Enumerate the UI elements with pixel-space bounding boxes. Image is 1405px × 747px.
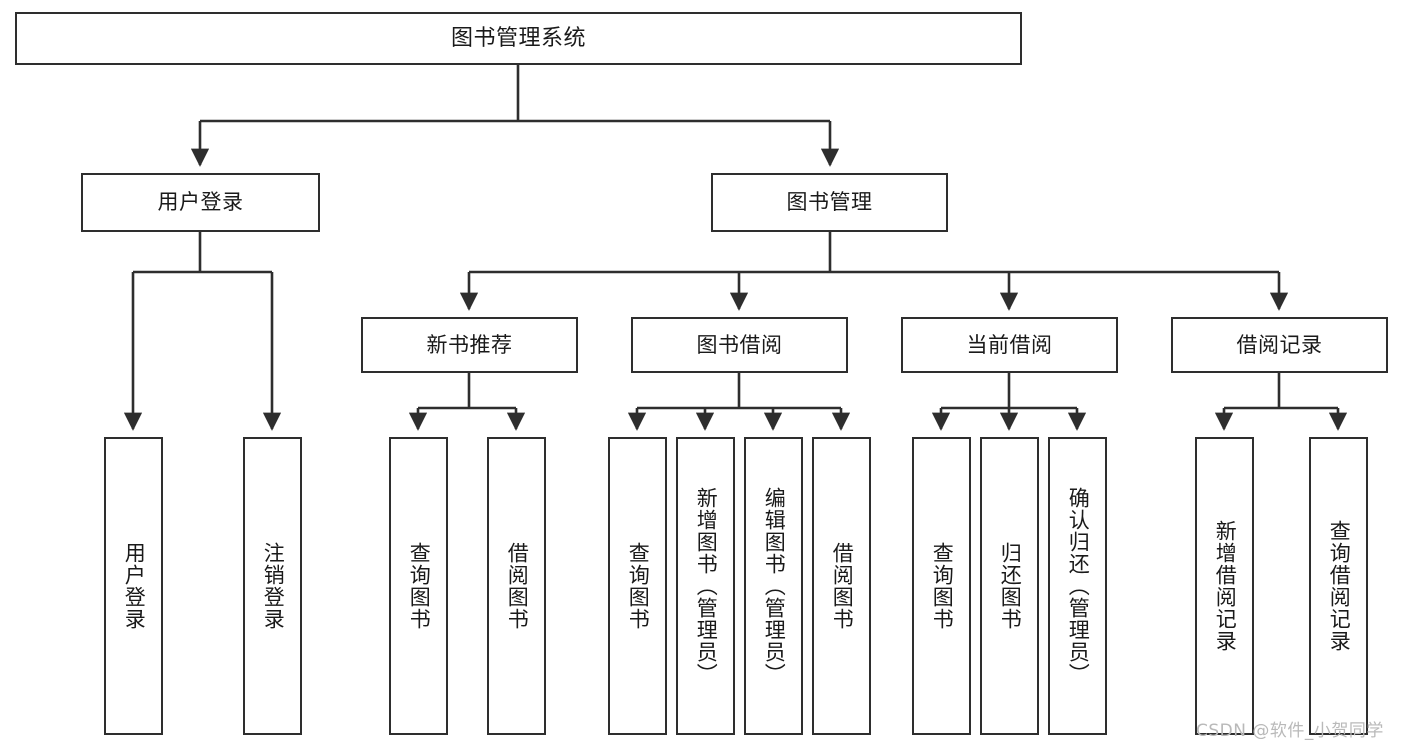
node-label: 新增借阅记录 bbox=[1213, 520, 1238, 652]
node-label: 图书管理系统 bbox=[450, 25, 586, 51]
node-label: 新增图书（管理员） bbox=[694, 487, 719, 685]
node-leaf-add-book-admin[interactable]: 新增图书（管理员） bbox=[676, 437, 735, 735]
node-label: 用户登录 bbox=[122, 542, 147, 630]
node-leaf-user-logout[interactable]: 注销登录 bbox=[243, 437, 302, 735]
node-book-borrow[interactable]: 图书借阅 bbox=[631, 317, 848, 373]
node-label: 注销登录 bbox=[261, 542, 286, 630]
node-label: 借阅图书 bbox=[830, 542, 855, 630]
node-label: 归还图书 bbox=[998, 542, 1023, 630]
node-current-borrow[interactable]: 当前借阅 bbox=[901, 317, 1118, 373]
node-label: 查询借阅记录 bbox=[1327, 520, 1352, 652]
csdn-watermark: CSDN @软件_小贺同学 bbox=[1196, 721, 1384, 741]
node-leaf-borrow-book-borrow[interactable]: 借阅图书 bbox=[812, 437, 871, 735]
node-leaf-edit-book-admin[interactable]: 编辑图书（管理员） bbox=[744, 437, 803, 735]
node-user-login[interactable]: 用户登录 bbox=[81, 173, 320, 232]
node-label: 查询图书 bbox=[930, 542, 955, 630]
node-label: 新书推荐 bbox=[426, 332, 513, 357]
node-book-manage[interactable]: 图书管理 bbox=[711, 173, 948, 232]
node-label: 当前借阅 bbox=[966, 332, 1053, 357]
node-label: 确认归还（管理员） bbox=[1066, 487, 1091, 685]
node-label: 用户登录 bbox=[157, 190, 244, 215]
node-new-book-recommend[interactable]: 新书推荐 bbox=[361, 317, 578, 373]
node-borrow-record[interactable]: 借阅记录 bbox=[1171, 317, 1388, 373]
node-label: 图书管理 bbox=[786, 190, 873, 215]
node-leaf-return-book[interactable]: 归还图书 bbox=[980, 437, 1039, 735]
node-label: 查询图书 bbox=[626, 542, 651, 630]
node-leaf-query-book-new[interactable]: 查询图书 bbox=[389, 437, 448, 735]
node-root-system[interactable]: 图书管理系统 bbox=[15, 12, 1022, 65]
node-label: 编辑图书（管理员） bbox=[762, 487, 787, 685]
node-leaf-query-borrow-record[interactable]: 查询借阅记录 bbox=[1309, 437, 1368, 735]
node-label: 查询图书 bbox=[407, 542, 432, 630]
node-label: 图书借阅 bbox=[696, 332, 783, 357]
node-leaf-add-borrow-record[interactable]: 新增借阅记录 bbox=[1195, 437, 1254, 735]
node-leaf-query-book-current[interactable]: 查询图书 bbox=[912, 437, 971, 735]
node-label: 借阅记录 bbox=[1236, 332, 1323, 357]
node-leaf-user-login[interactable]: 用户登录 bbox=[104, 437, 163, 735]
node-leaf-confirm-return-admin[interactable]: 确认归还（管理员） bbox=[1048, 437, 1107, 735]
node-leaf-query-book-borrow[interactable]: 查询图书 bbox=[608, 437, 667, 735]
node-leaf-borrow-book-new[interactable]: 借阅图书 bbox=[487, 437, 546, 735]
node-label: 借阅图书 bbox=[505, 542, 530, 630]
